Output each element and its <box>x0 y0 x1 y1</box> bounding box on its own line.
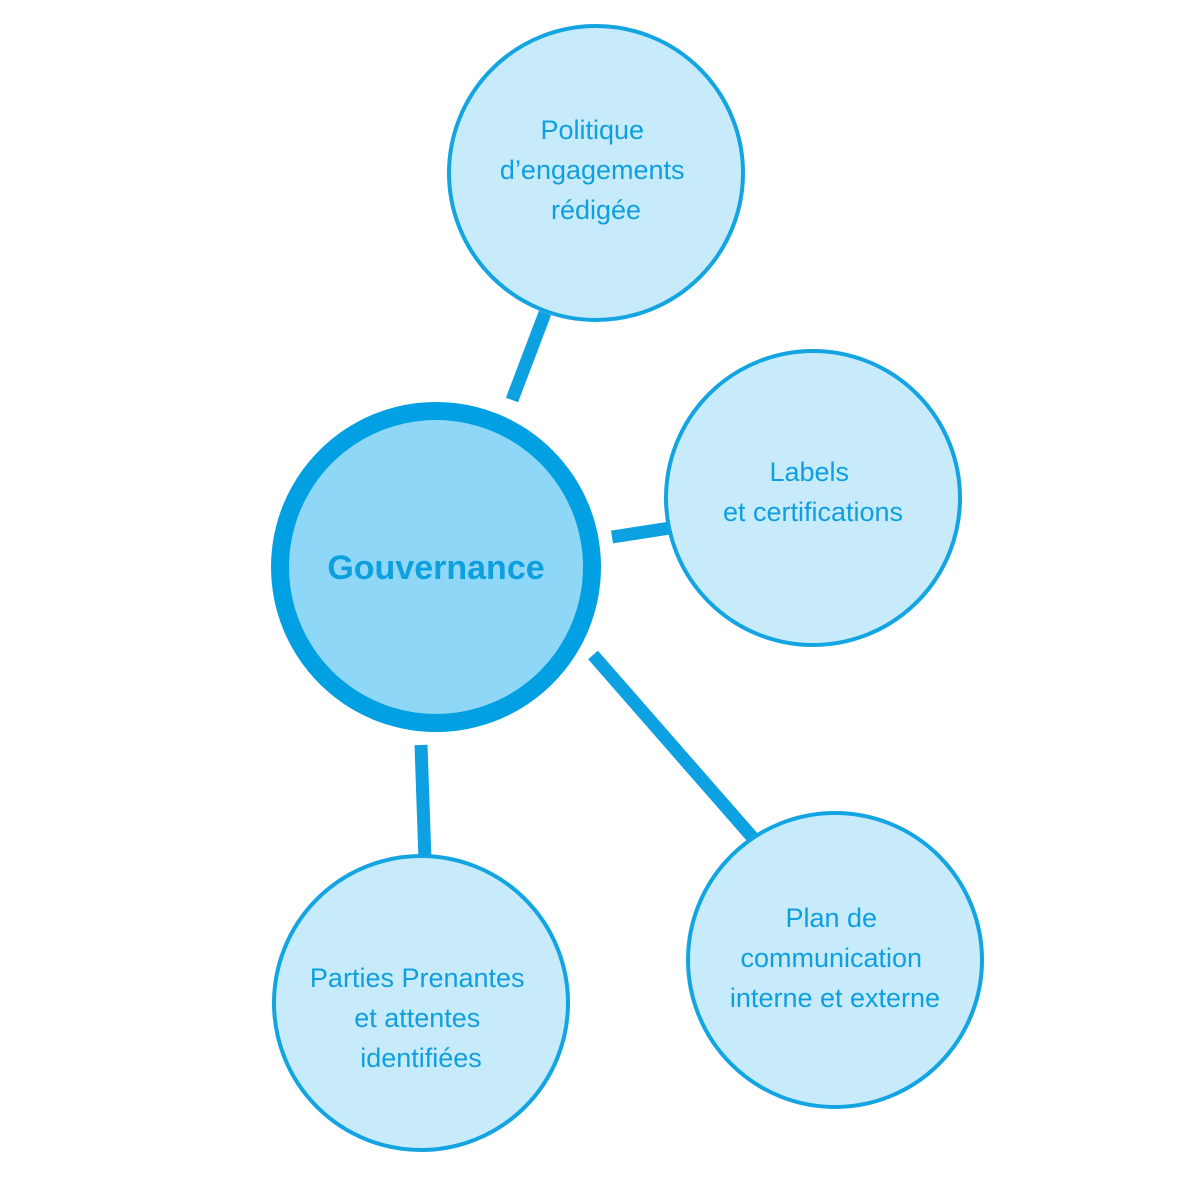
node-parties: Parties Prenantes et attentes identifiée… <box>272 854 570 1152</box>
node-plan-line-3: interne et externe <box>730 983 940 1013</box>
node-labels-label: Labels et certifications <box>723 457 903 527</box>
node-labels-line-2: et certifications <box>723 497 903 527</box>
center-label: Gouvernance <box>327 549 544 587</box>
node-parties-circle <box>272 854 570 1152</box>
connector-parties <box>414 744 432 861</box>
node-labels-line-1: Labels <box>769 457 849 487</box>
node-politique-line-3: rédigée <box>551 195 641 225</box>
node-politique-label: Politique d’engagements rédigée <box>500 115 692 225</box>
node-center: Gouvernance <box>271 402 601 732</box>
node-politique-line-1: Politique <box>540 115 644 145</box>
node-parties-label: Parties Prenantes et attentes identifiée… <box>310 963 532 1073</box>
node-politique-line-2: d’engagements <box>500 155 685 185</box>
node-plan: Plan de communication interne et externe <box>686 811 984 1109</box>
node-parties-line-1: Parties Prenantes <box>310 963 525 993</box>
connector-labels <box>611 521 671 544</box>
node-plan-line-2: communication <box>740 943 922 973</box>
node-plan-circle <box>686 811 984 1109</box>
node-politique: Politique d’engagements rédigée <box>447 24 745 322</box>
connector-plan <box>588 650 758 843</box>
node-plan-line-1: Plan de <box>785 903 877 933</box>
node-labels-circle <box>664 349 962 647</box>
connectors <box>414 310 758 861</box>
connector-politique <box>505 310 552 403</box>
node-plan-label: Plan de communication interne et externe <box>730 903 940 1013</box>
node-parties-line-3: identifiées <box>360 1043 482 1073</box>
node-politique-circle <box>447 24 745 322</box>
node-parties-line-2: et attentes <box>354 1003 480 1033</box>
center-inner-circle <box>289 420 583 714</box>
node-labels: Labels et certifications <box>664 349 962 647</box>
